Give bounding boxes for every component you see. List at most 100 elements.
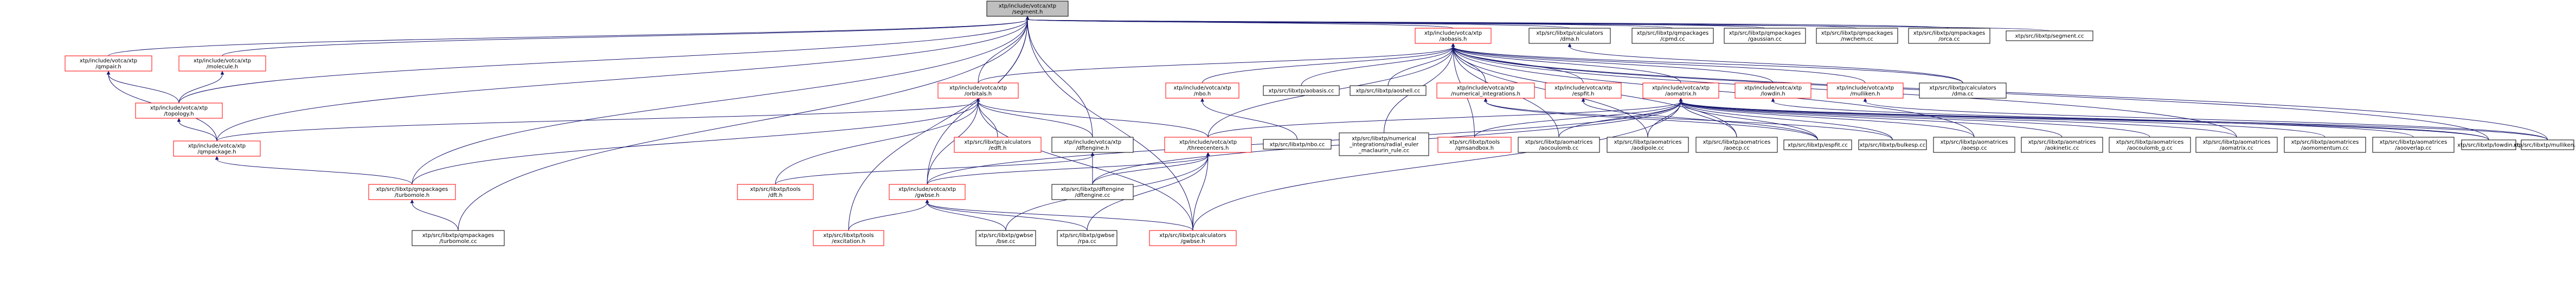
node-box (2109, 137, 2191, 153)
node-numint-cc[interactable]: xtp/src/libxtp/numerical_integrations/ra… (1339, 132, 1429, 156)
edge-tools_dft-includes-dftengine_h (775, 152, 1095, 185)
node-label-line: /nbo.h (1194, 91, 1211, 97)
node-aocoulomb-g[interactable]: xtp/src/libxtp/aomatrices/aocoulomb_g.cc (2109, 137, 2191, 153)
node-bse-cc[interactable]: xtp/src/libxtp/gwbse/bse.cc (975, 230, 1036, 246)
node-aomomentum[interactable]: xtp/src/libxtp/aomatrices/aomomentum.cc (2284, 137, 2366, 153)
edges-layer (106, 16, 2548, 231)
node-aokinetic[interactable]: xtp/src/libxtp/aomatrices/aokinetic.cc (2021, 137, 2103, 153)
node-label-line: xtp/src/libxtp/dftengine (1061, 187, 1125, 193)
node-espfit-h[interactable]: xtp/include/votca/xtp/espfit.h (1545, 82, 1622, 99)
node-dma-h[interactable]: xtp/src/libxtp/calculators/dma.h (1528, 28, 1611, 44)
node-numint[interactable]: xtp/include/votca/xtp/numerical_integrat… (1436, 82, 1535, 99)
edge-orbitals-includes-aobasis (978, 43, 1455, 84)
node-segment-cc[interactable]: xtp/src/libxtp/segment.cc (2006, 30, 2093, 41)
node-label-line: xtp/src/libxtp/gwbse (978, 233, 1033, 239)
node-label-line: /espfit.h (1572, 91, 1595, 97)
node-aobasis[interactable]: xtp/include/votca/xtp/aobasis.h (1415, 28, 1492, 44)
node-topology[interactable]: xtp/include/votca/xtp/topology.h (135, 103, 223, 119)
node-dftengine-h[interactable]: xtp/include/votca/xtp/dftengine.h (1051, 137, 1134, 153)
node-threecenters[interactable]: xtp/include/votca/xtp/threecenters.h (1164, 137, 1252, 153)
node-rpa-cc[interactable]: xtp/src/libxtp/gwbse/rpa.cc (1057, 230, 1117, 246)
node-label-line: /orca.cc (1938, 36, 1960, 42)
node-box (1816, 28, 1898, 44)
edge-dftengine_h-includes-segment (1025, 16, 1093, 138)
node-label-line: /aomomentum.cc (2301, 145, 2349, 151)
edge-bulkesp-includes-numint (1483, 98, 1893, 140)
node-box (1724, 28, 1806, 44)
node-mulliken-h[interactable]: xtp/include/votca/xtp/mulliken.h (1827, 82, 1904, 99)
node-box (954, 137, 1042, 153)
node-aomatrix-cc[interactable]: xtp/src/libxtp/aomatrices/aomatrix.cc (2195, 137, 2278, 153)
node-label-line: xtp/src/libxtp/aomatrices (2116, 139, 2184, 145)
node-calc-gwbse[interactable]: xtp/src/libxtp/calculators/gwbse.h (1149, 230, 1237, 246)
edge-turbomole_h-includes-segment (412, 16, 1030, 185)
node-cpmd[interactable]: xtp/src/libxtp/qmpackages/cpmd.cc (1631, 28, 1714, 44)
edge-gwbse_h-includes-threecenters (927, 152, 1210, 185)
node-tools-dft[interactable]: xtp/src/libxtp/tools/dft.h (737, 184, 814, 200)
node-box (178, 55, 266, 72)
node-lowdin-cc[interactable]: xtp/src/libxtp/lowdin.cc (2457, 139, 2520, 150)
node-bulkesp[interactable]: xtp/src/libxtp/bulkesp.cc (1858, 139, 1927, 150)
node-turbomole-h[interactable]: xtp/src/libxtp/qmpackages/turbomole.h (368, 184, 456, 200)
node-aodipole[interactable]: xtp/src/libxtp/aomatrices/aodipole.cc (1607, 137, 1689, 153)
node-gaussian[interactable]: xtp/src/libxtp/qmpackages/gaussian.cc (1724, 28, 1806, 44)
node-box (1919, 82, 2007, 99)
node-turbomole-cc[interactable]: xtp/src/libxtp/qmpackages/turbomole.cc (412, 230, 505, 246)
node-label-line: xtp/src/libxtp/qmpackages (422, 233, 494, 239)
node-aocoulomb[interactable]: xtp/src/libxtp/aomatrices/aocoulomb.cc (1518, 137, 1600, 153)
node-dma-cc[interactable]: xtp/src/libxtp/calculators/dma.cc (1919, 82, 2007, 99)
node-box (1350, 85, 1427, 96)
edge-topology-includes-segment (178, 16, 1030, 104)
node-box (1631, 28, 1714, 44)
node-mulliken-cc[interactable]: xtp/src/libxtp/mulliken.cc (2514, 139, 2576, 150)
node-label-line: xtp/src/libxtp/segment.cc (2015, 34, 2084, 40)
node-aomatrix[interactable]: xtp/include/votca/xtp/aomatrix.h (1642, 82, 1719, 99)
edge-espfit_cc-includes-espfit_h (1581, 98, 1818, 140)
node-box (1165, 82, 1239, 99)
node-molecule[interactable]: xtp/include/votca/xtp/molecule.h (178, 55, 266, 72)
node-label-line: /aomatrix.cc (2220, 145, 2253, 151)
edge-aoecp-includes-aomatrix (1679, 98, 1737, 138)
node-aoecp[interactable]: xtp/src/libxtp/aomatrices/aoecp.cc (1695, 137, 1778, 153)
node-calc-edft[interactable]: xtp/src/libxtp/calculators/edft.h (954, 137, 1042, 153)
node-aobasis-cc[interactable]: xtp/src/libxtp/aobasis.cc (1263, 85, 1340, 96)
node-aoesp[interactable]: xtp/src/libxtp/aomatrices/aoesp.cc (1933, 137, 2015, 153)
node-qmpair[interactable]: xtp/include/votca/xtp/qmpair.h (65, 55, 152, 72)
node-nbo[interactable]: xtp/include/votca/xtp/nbo.h (1165, 82, 1239, 99)
node-nbo-cc[interactable]: xtp/src/libxtp/nbo.cc (1263, 139, 1332, 150)
node-orca[interactable]: xtp/src/libxtp/qmpackages/orca.cc (1908, 28, 1990, 44)
node-label-line: /dft.h (768, 193, 783, 198)
node-dftengine-cc[interactable]: xtp/src/libxtp/dftengine/dftengine.cc (1051, 184, 1134, 200)
edge-lowdin_cc-includes-aomatrix (1679, 98, 2489, 140)
node-label-line: /aoecp.cc (1724, 145, 1750, 151)
node-label-line: /dma.h (1560, 36, 1579, 42)
node-label-line: /aocoulomb.cc (1539, 145, 1579, 151)
node-gwbse-h[interactable]: xtp/include/votca/xtp/gwbse.h (889, 184, 966, 200)
edge-nbo-includes-aobasis (1202, 43, 1455, 84)
node-aooverlap[interactable]: xtp/src/libxtp/aomatrices/aooverlap.cc (2372, 137, 2455, 153)
node-label-line: xtp/src/libxtp/qmpackages (1821, 30, 1893, 36)
node-label-line: xtp/src/libxtp/aomatrices (1525, 139, 1593, 145)
node-nwchem[interactable]: xtp/src/libxtp/qmpackages/nwchem.cc (1816, 28, 1898, 44)
edge-mulliken_h-includes-aobasis (1451, 43, 1866, 84)
node-orbitals[interactable]: xtp/include/votca/xtp/orbitals.h (937, 82, 1019, 99)
node-label-line: /dma.cc (1952, 91, 1974, 97)
node-lowdin-h[interactable]: xtp/include/votca/xtp/lowdin.h (1735, 82, 1811, 99)
node-label-line: xtp/include/votca/xtp (194, 58, 251, 64)
edge-turbomole_h-includes-qmpackage (215, 156, 413, 185)
edge-orca-includes-segment (1025, 16, 1950, 29)
node-qmpackage[interactable]: xtp/include/votca/xtp/qmpackage.h (173, 140, 261, 157)
edge-molecule-includes-segment (222, 16, 1030, 56)
node-label-line: /turbomole.h (395, 193, 430, 198)
node-label-line: xtp/src/libxtp/tools (1449, 139, 1500, 145)
node-label-line: xtp/src/libxtp/aobasis.cc (1268, 88, 1334, 94)
node-qmsandbox[interactable]: xtp/src/libxtp/tools/qmsandbox.h (1437, 137, 1512, 153)
edge-topology-includes-molecule (178, 71, 224, 104)
node-excitation[interactable]: xtp/src/libxtp/tools/excitation.h (813, 230, 884, 246)
edge-aocoulomb_g-includes-aomatrix (1679, 98, 2150, 138)
node-box (2372, 137, 2455, 153)
node-label-line: xtp/include/votca/xtp (188, 143, 246, 149)
node-espfit-cc[interactable]: xtp/src/libxtp/espfit.cc (1783, 139, 1852, 150)
edge-dftengine_cc-includes-threecenters (1092, 152, 1210, 185)
node-aoshell-cc[interactable]: xtp/src/libxtp/aoshell.cc (1350, 85, 1427, 96)
